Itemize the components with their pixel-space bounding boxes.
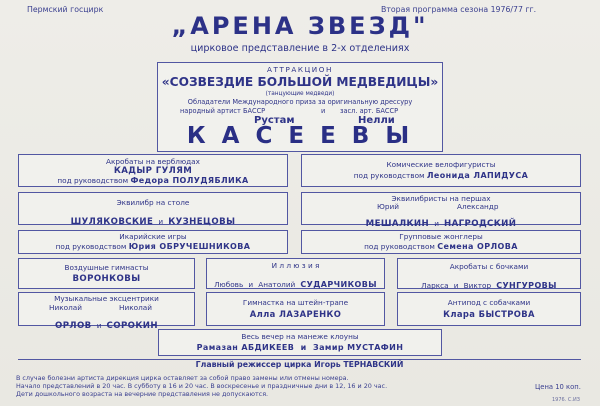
circus-name: Пермский госцирк xyxy=(27,5,104,14)
act-strap-genre: Гимнастка на штейн-трапе xyxy=(242,298,349,307)
act-barrels-surname: СУНГУРОВЫ xyxy=(496,281,557,290)
act-barrels-genre: Акробаты с бочками xyxy=(449,262,529,271)
act-musical-name-2: Николай xyxy=(119,303,152,312)
act-illusion-name-1: Любовь xyxy=(214,280,244,289)
act-barrels: Акробаты с бочками Ларкса и Виктор СУНГУ… xyxy=(397,258,581,292)
main-act-note: (танцующие медведи) xyxy=(265,91,335,97)
season-info: Вторая программа сезона 1976/77 гг. xyxy=(381,5,537,14)
price: Цена 10 коп. xyxy=(535,383,581,391)
act-camels-lead-label: под руководством xyxy=(57,176,129,185)
act-dogs-artist: Клара БЫСТРОВА xyxy=(443,309,535,319)
footer-line-2: Начало представлений в 20 час. В субботу… xyxy=(16,382,388,390)
act-clowns-genre: Весь вечер на манеже клоуны xyxy=(241,332,359,341)
act-jugglers-lead-name: Семена ОРЛОВА xyxy=(437,242,518,251)
print-mark: 1976. С.ИЗ xyxy=(552,397,580,403)
director-box: Главный режиссер цирка Игорь ТЕРНАВСКИЙ xyxy=(18,359,581,371)
act-poles: Эквилибристы на першах Юрий Александр МЕ… xyxy=(301,192,581,229)
act-musical-and: и xyxy=(96,321,102,330)
main-act-surname: К А С Е Е В Ы xyxy=(186,123,414,149)
act-camels-artist: КАДЫР ГУЛЯМ xyxy=(113,166,193,176)
main-act-title-right: засл. арт. БАССР xyxy=(340,107,399,115)
act-musical: Музыкальные эксцентрики Николай Николай … xyxy=(18,292,195,331)
act-musical-surname-1: ОРЛОВ xyxy=(55,321,92,331)
act-icarian-lead-label: под руководством xyxy=(55,242,127,251)
act-camels-genre: Акробаты на верблюдах xyxy=(106,157,200,166)
main-act-kind: АТТРАКЦИОН xyxy=(266,65,334,74)
main-act-first-left: Рустам xyxy=(254,115,295,126)
act-illusion: И л л ю з и я Любовь и Анатолий СУДАРЧИК… xyxy=(206,258,385,289)
act-jugglers: Групповые жонглеры под руководством Семе… xyxy=(301,230,581,254)
act-table-and: и xyxy=(158,217,164,226)
act-icarian-lead-name: Юрия ОБРУЧЕШНИКОВА xyxy=(128,242,251,251)
act-dogs-genre: Антипод с собачками xyxy=(447,298,531,307)
act-icarian-genre: Икарийские игры xyxy=(119,232,187,241)
act-aerial: Воздушные гимнасты ВОРОНКОВЫ xyxy=(18,258,195,289)
act-musical-surnames: ОРЛОВ и СОРОКИН xyxy=(19,314,194,332)
main-act-title-left: народный артист БАССР xyxy=(180,107,266,115)
main-act-prize: Обладатели Международного приза за ориги… xyxy=(187,98,413,106)
act-jugglers-genre: Групповые жонглеры xyxy=(399,232,483,241)
act-musical-name-1: Николай xyxy=(49,303,82,312)
act-icarian: Икарийские игры под руководством Юрия ОБ… xyxy=(18,230,288,254)
act-table-artist-2: КУЗНЕЦОВЫ xyxy=(168,217,236,227)
director-credit: Главный режиссер цирка Игорь ТЕРНАВСКИЙ xyxy=(195,360,404,369)
act-icarian-lead: под руководством Юрия ОБРУЧЕШНИКОВА xyxy=(19,242,287,252)
act-aerial-artist: ВОРОНКОВЫ xyxy=(72,274,141,284)
act-poles-and: и xyxy=(434,219,439,228)
footer-line-1: В случае болезни артиста дирекция цирка … xyxy=(16,374,349,382)
act-cyclists-genre: Комические велофигуристы xyxy=(386,160,496,169)
act-clowns-artists: Рамазан АБДИКЕЕВ и Замир МУСТАФИН xyxy=(196,343,404,352)
footer-line-3: Дети дошкольного возраста на вечерние пр… xyxy=(16,390,269,398)
main-act-box: АТТРАКЦИОН «СОЗВЕЗДИЕ БОЛЬШОЙ МЕДВЕДИЦЫ»… xyxy=(157,62,443,152)
act-cyclists: Комические велофигуристы под руководство… xyxy=(301,154,581,187)
act-musical-genre: Музыкальные эксцентрики xyxy=(54,294,159,303)
act-barrels-artists: Ларкса и Виктор СУНГУРОВЫ xyxy=(398,274,580,292)
act-table-artists: ШУЛЯКОВСКИЕ и КУЗНЕЦОВЫ xyxy=(19,210,287,228)
act-cyclists-lead-label: под руководством xyxy=(353,171,425,180)
act-illusion-name-2: Анатолий xyxy=(258,280,296,289)
act-jugglers-lead-label: под руководством xyxy=(364,242,435,251)
act-cyclists-lead: под руководством Леонида ЛАПИДУСА xyxy=(302,171,580,181)
act-poles-surname-1: МЕШАЛКИН xyxy=(365,219,430,229)
act-jugglers-lead: под руководством Семена ОРЛОВА xyxy=(302,242,580,252)
act-table: Эквилибр на столе ШУЛЯКОВСКИЕ и КУЗНЕЦОВ… xyxy=(18,192,288,228)
act-barrels-name-1: Ларкса xyxy=(421,281,449,290)
act-illusion-genre: И л л ю з и я xyxy=(271,261,320,270)
act-poles-surname-2: НАГРОДСКИЙ xyxy=(444,219,517,229)
act-poles-surnames: МЕШАЛКИН и НАГРОДСКИЙ xyxy=(302,212,580,230)
act-illusion-surname: СУДАРЧИКОВЫ xyxy=(300,280,377,289)
show-title: „АРЕНА ЗВЕЗД" xyxy=(171,12,429,40)
act-illusion-artists: Любовь и Анатолий СУДАРЧИКОВЫ xyxy=(207,273,384,291)
act-table-artist-1: ШУЛЯКОВСКИЕ xyxy=(70,217,154,227)
act-camels: Акробаты на верблюдах КАДЫР ГУЛЯМ под ру… xyxy=(18,154,288,187)
act-aerial-genre: Воздушные гимнасты xyxy=(64,263,149,272)
act-table-genre: Эквилибр на столе xyxy=(116,198,190,207)
act-camels-lead-name: Федора ПОЛУДЯБЛИКА xyxy=(130,176,249,185)
act-cyclists-lead-name: Леонида ЛАПИДУСА xyxy=(426,171,529,180)
act-barrels-name-2: Виктор xyxy=(463,281,492,290)
act-barrels-and: и xyxy=(453,281,459,290)
main-act-name: «СОЗВЕЗДИЕ БОЛЬШОЙ МЕДВЕДИЦЫ» xyxy=(161,75,439,89)
act-poles-genre: Эквилибристы на першах xyxy=(391,194,491,203)
act-clowns: Весь вечер на манеже клоуны Рамазан АБДИ… xyxy=(158,329,442,356)
act-strap-artist: Алла ЛАЗАРЕНКО xyxy=(249,309,342,319)
main-act-first-right: Нелли xyxy=(358,115,395,126)
show-subtitle: цирковое представление в 2-х отделениях xyxy=(190,43,410,54)
act-poles-name-2: Александр xyxy=(457,202,499,211)
act-dogs: Антипод с собачками Клара БЫСТРОВА xyxy=(397,292,581,326)
act-camels-lead: под руководством Федора ПОЛУДЯБЛИКА xyxy=(19,176,287,186)
act-musical-surname-2: СОРОКИН xyxy=(106,321,158,331)
act-strap: Гимнастка на штейн-трапе Алла ЛАЗАРЕНКО xyxy=(206,292,385,326)
main-act-and: и xyxy=(321,107,326,115)
act-illusion-and: и xyxy=(248,280,254,289)
act-poles-name-1: Юрий xyxy=(377,202,399,211)
